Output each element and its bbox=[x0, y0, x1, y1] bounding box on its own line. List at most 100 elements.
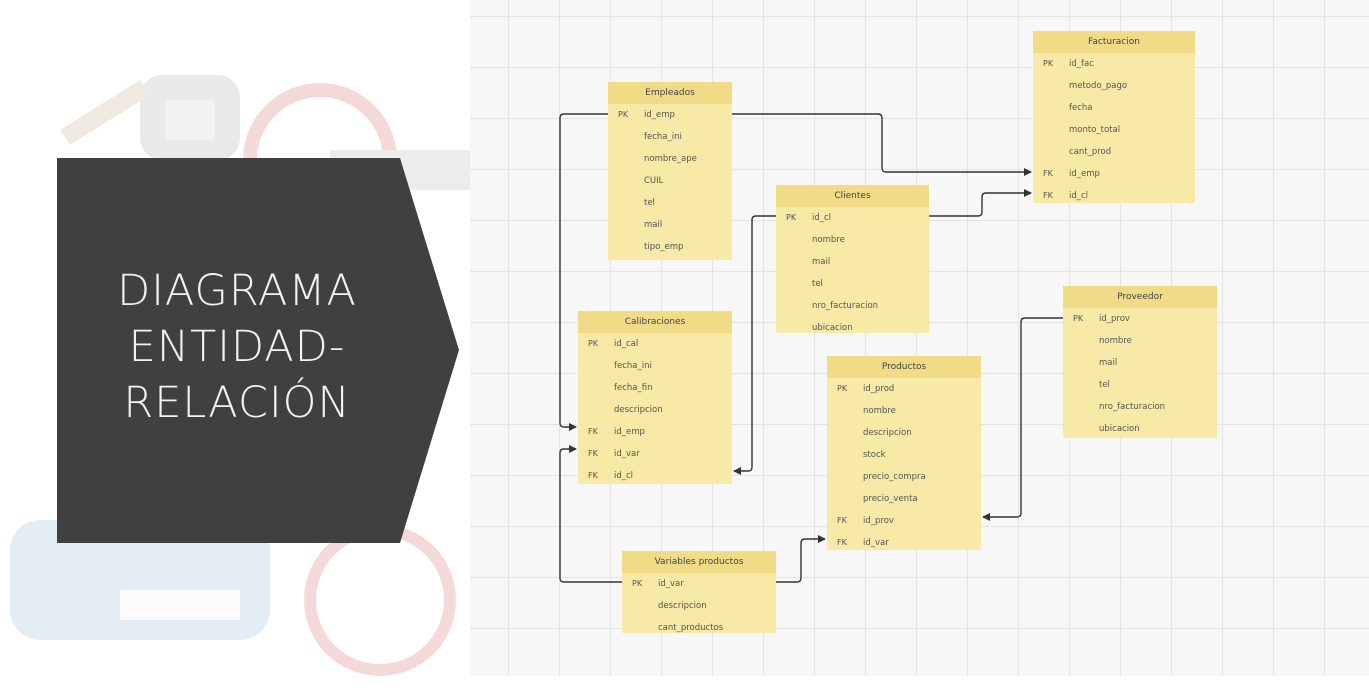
field-name: CUIL bbox=[644, 176, 664, 186]
title-area: DIAGRAMA ENTIDAD- RELACIÓN bbox=[0, 0, 470, 696]
field-row[interactable]: cant_productos bbox=[622, 617, 776, 639]
field-key: FK bbox=[588, 427, 598, 436]
field-row[interactable]: nro_facturacion bbox=[776, 295, 929, 317]
field-name: id_emp bbox=[1069, 169, 1100, 179]
field-name: id_prov bbox=[1099, 314, 1130, 324]
field-row[interactable]: fecha_ini bbox=[608, 126, 732, 148]
field-name: id_cal bbox=[614, 339, 639, 349]
field-key: PK bbox=[588, 339, 599, 348]
field-row[interactable]: descripcion bbox=[622, 595, 776, 617]
field-row[interactable]: FK id_emp bbox=[578, 421, 732, 443]
field-name: descripcion bbox=[614, 405, 663, 415]
field-key: PK bbox=[618, 110, 629, 119]
pencil-icon bbox=[60, 80, 150, 145]
field-name: mail bbox=[1099, 358, 1118, 368]
field-row[interactable]: cant_prod bbox=[1033, 141, 1195, 163]
field-row[interactable]: fecha bbox=[1033, 97, 1195, 119]
field-row[interactable]: precio_compra bbox=[827, 466, 981, 488]
field-key: FK bbox=[588, 449, 598, 458]
title-line-3: RELACIÓN bbox=[123, 378, 351, 428]
field-name: fecha_ini bbox=[644, 132, 682, 142]
field-name: fecha_fin bbox=[614, 383, 653, 393]
field-name: tel bbox=[644, 198, 655, 208]
field-key: FK bbox=[837, 516, 847, 525]
field-name: cant_productos bbox=[658, 623, 724, 633]
field-name: ubicacion bbox=[812, 323, 853, 333]
field-name: id_emp bbox=[614, 427, 645, 437]
field-row[interactable]: nro_facturacion bbox=[1063, 396, 1217, 418]
field-row[interactable]: ubicacion bbox=[776, 317, 929, 339]
field-row[interactable]: tel bbox=[776, 273, 929, 295]
field-name: descripcion bbox=[863, 428, 912, 438]
field-name: fecha_ini bbox=[614, 361, 652, 371]
field-row[interactable]: FK id_cl bbox=[578, 465, 732, 487]
field-row[interactable]: tipo_emp bbox=[608, 236, 732, 258]
field-name: nro_facturacion bbox=[812, 301, 879, 311]
field-row[interactable]: stock bbox=[827, 444, 981, 466]
field-name: tel bbox=[1099, 380, 1110, 390]
field-name: ubicacion bbox=[1099, 424, 1140, 434]
field-row[interactable]: tel bbox=[1063, 374, 1217, 396]
field-row[interactable]: mail bbox=[608, 214, 732, 236]
field-row[interactable]: nombre bbox=[1063, 330, 1217, 352]
field-key: PK bbox=[837, 384, 848, 393]
field-row[interactable]: descripcion bbox=[578, 399, 732, 421]
multimeter-icon bbox=[140, 75, 240, 160]
field-key: FK bbox=[1043, 169, 1053, 178]
title-badge bbox=[57, 158, 459, 543]
field-name: descripcion bbox=[658, 601, 707, 611]
field-row[interactable]: fecha_ini bbox=[578, 355, 732, 377]
field-name: id_cl bbox=[812, 213, 832, 223]
field-row[interactable]: descripcion bbox=[827, 422, 981, 444]
field-key: PK bbox=[632, 579, 643, 588]
field-key: FK bbox=[588, 471, 598, 480]
field-row[interactable]: monto_total bbox=[1033, 119, 1195, 141]
entity-header: Productos bbox=[827, 356, 981, 378]
field-name: id_prod bbox=[863, 384, 895, 394]
field-name: nro_facturacion bbox=[1099, 402, 1166, 412]
field-row[interactable]: ubicacion bbox=[1063, 418, 1217, 440]
field-row[interactable]: FK id_var bbox=[578, 443, 732, 465]
field-row[interactable]: mail bbox=[776, 251, 929, 273]
field-name: id_cl bbox=[1069, 191, 1089, 201]
field-row[interactable]: nombre_ape bbox=[608, 148, 732, 170]
field-name: id_cl bbox=[614, 471, 634, 481]
field-row[interactable]: mail bbox=[1063, 352, 1217, 374]
field-row[interactable]: tel bbox=[608, 192, 732, 214]
field-row[interactable]: CUIL bbox=[608, 170, 732, 192]
field-row[interactable]: PK id_prod bbox=[827, 378, 981, 400]
title-line-2: ENTIDAD- bbox=[128, 322, 346, 372]
field-row[interactable]: PK id_fac bbox=[1033, 53, 1195, 75]
field-row[interactable]: nombre bbox=[827, 400, 981, 422]
field-name: precio_compra bbox=[863, 472, 926, 482]
field-name: metodo_pago bbox=[1069, 81, 1128, 91]
field-row[interactable]: fecha_fin bbox=[578, 377, 732, 399]
field-key: FK bbox=[837, 538, 847, 547]
field-name: id_var bbox=[614, 449, 640, 459]
field-name: id_fac bbox=[1069, 59, 1094, 69]
field-key: PK bbox=[1043, 59, 1054, 68]
field-name: nombre bbox=[863, 406, 896, 416]
field-row[interactable]: nombre bbox=[776, 229, 929, 251]
field-row[interactable]: precio_venta bbox=[827, 488, 981, 510]
title-line-1: DIAGRAMA bbox=[117, 266, 357, 316]
field-name: mail bbox=[812, 257, 831, 267]
field-row[interactable]: PK id_cal bbox=[578, 333, 732, 355]
field-row[interactable]: metodo_pago bbox=[1033, 75, 1195, 97]
field-name: nombre bbox=[812, 235, 845, 245]
field-row[interactable]: FK id_emp bbox=[1033, 163, 1195, 185]
